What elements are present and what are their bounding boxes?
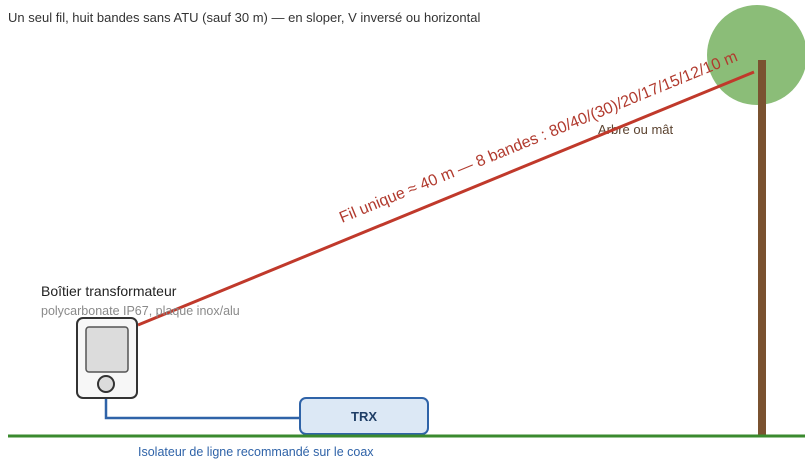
trx-box: TRX	[299, 397, 429, 435]
coax-connector-icon	[97, 375, 115, 393]
mast-trunk	[758, 60, 766, 436]
trx-enclosure	[299, 397, 429, 435]
diagram-subtitle: Un seul fil, huit bandes sans ATU (sauf …	[8, 10, 480, 25]
transformer-box	[76, 317, 138, 399]
antenna-wire	[137, 70, 755, 327]
coax-cable	[104, 392, 300, 420]
transformer-subtitle: polycarbonate IP67, plaque inox/alu	[41, 304, 240, 318]
transformer-window	[85, 326, 129, 373]
tree-label: Arbre ou mât	[598, 122, 674, 137]
wire-label: Fil unique ≈ 40 m — 8 bandes : 80/40/(30…	[337, 48, 740, 226]
transformer-title: Boîtier transformateur	[41, 283, 177, 299]
trx-label: TRX	[351, 409, 377, 424]
isolator-note: Isolateur de ligne recommandé sur le coa…	[138, 445, 374, 459]
